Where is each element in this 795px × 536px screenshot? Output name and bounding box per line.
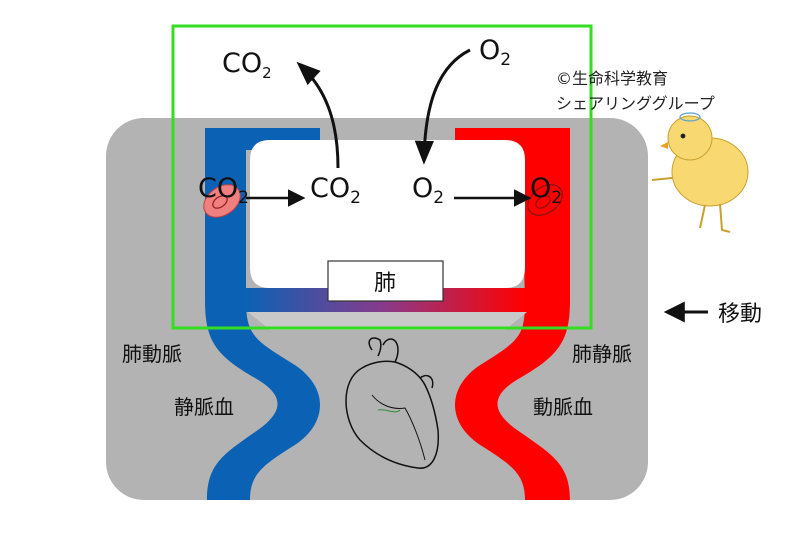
- pulmonary-artery-label: 肺動脈: [122, 342, 182, 366]
- move-label: 移動: [718, 302, 762, 327]
- red-vessel: [455, 128, 570, 500]
- o2-top-label: O2: [479, 35, 511, 70]
- co2-left-label: CO2: [198, 173, 249, 208]
- credit-text: ©生命科学教育 シェアリンググループ: [556, 66, 715, 116]
- o2-in-arrow: [414, 48, 471, 165]
- venous-blood-label: 静脈血: [174, 395, 234, 419]
- co2-out-arrow: [296, 61, 340, 169]
- gas-exchange-highlight: [171, 24, 593, 330]
- o2-mid-label: O2: [412, 173, 444, 208]
- co2-mid-label: CO2: [310, 173, 361, 208]
- arterial-blood-label: 動脈血: [533, 395, 593, 419]
- heart-outline-icon: [345, 337, 440, 469]
- chick-mascot-icon: [651, 112, 749, 233]
- lung-label-box: [327, 260, 444, 302]
- co2-top-label: CO2: [222, 48, 272, 82]
- lung-label: 肺: [374, 271, 396, 296]
- lung-area: [250, 140, 525, 288]
- credit-line-2: シェアリンググループ: [556, 94, 715, 113]
- blue-vessel: [205, 128, 320, 500]
- credit-line-1: ©生命科学教育: [556, 69, 669, 88]
- red-blood-cell-icon: [203, 184, 241, 218]
- o2-right-label: O2: [530, 173, 562, 208]
- pulmonary-vein-label: 肺静脈: [572, 342, 632, 366]
- capillary-band-shadow: [248, 312, 527, 330]
- red-blood-cell-icon: [527, 184, 563, 216]
